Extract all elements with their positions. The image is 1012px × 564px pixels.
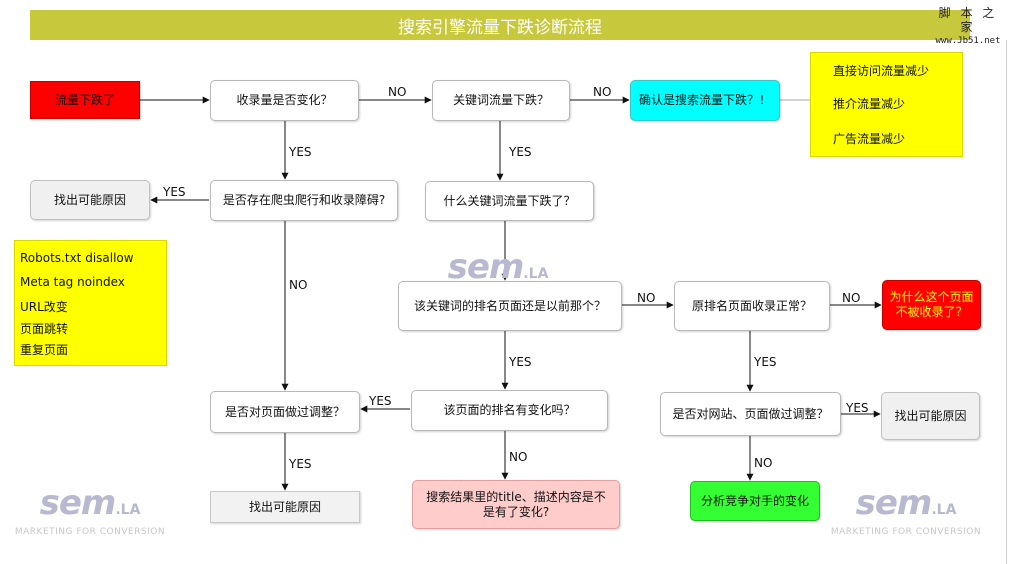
node-find-cause-1: 找出可能原因: [30, 180, 150, 220]
divider: [1006, 40, 1007, 564]
watermark-brand: sem: [39, 483, 117, 523]
note-item: 重复页面: [20, 343, 69, 357]
edge-label-yes: YES: [163, 185, 186, 199]
note-item: Meta tag noindex: [20, 275, 125, 289]
node-crawl-barrier: 是否存在爬虫爬行和收录障碍?: [210, 180, 398, 221]
edge-label-yes: YES: [289, 457, 312, 471]
node-page-rank-change: 该页面的排名有变化吗？: [411, 390, 608, 431]
edge-label-no: NO: [593, 85, 612, 99]
page-title: 搜索引擎流量下跌诊断流程: [30, 10, 970, 40]
note-item: 页面跳转: [20, 322, 69, 336]
watermark-right: sem.LA MARKETING FOR CONVERSION: [826, 486, 986, 537]
node-serp-title-desc: 搜索结果里的title、描述内容是不是有了变化?: [412, 480, 620, 529]
watermark-tld: .LA: [523, 266, 549, 282]
note-item: Robots.txt disallow: [20, 251, 134, 265]
watermark-tld: .LA: [115, 502, 141, 518]
node-competitor: 分析竞争对手的变化: [690, 481, 820, 521]
node-confirm-search: 确认是搜索流量下跌？！: [630, 80, 780, 121]
site-logo-name: 脚 本 之 家: [938, 6, 998, 34]
node-why-not-indexed: 为什么这个页面不被收录了？: [882, 280, 981, 330]
edge-label-yes: YES: [369, 394, 392, 408]
watermark-tagline: MARKETING FOR CONVERSION: [14, 527, 166, 537]
note-item: 直接访问流量减少: [833, 64, 930, 78]
edge-label-yes: YES: [509, 145, 532, 159]
edge-label-no: NO: [509, 450, 528, 464]
edge-label-yes: YES: [754, 355, 777, 369]
edge-label-no: NO: [637, 291, 656, 305]
watermark-brand: sem: [447, 247, 525, 287]
edge-label-yes: YES: [846, 401, 869, 415]
watermark-tld: .LA: [931, 502, 957, 518]
edge-label-no: NO: [754, 456, 773, 470]
edge-label-no: NO: [289, 278, 308, 292]
note-item: 推介流量减少: [833, 97, 906, 111]
edge-label-yes: YES: [509, 355, 532, 369]
site-logo: 脚 本 之 家 www.Jb51.net: [928, 6, 1008, 46]
node-traffic-drop: 流量下跌了: [30, 81, 140, 119]
watermark-tagline: MARKETING FOR CONVERSION: [830, 527, 982, 537]
node-index-change: 收录量是否变化？: [210, 80, 359, 121]
note-item: 广告流量减少: [833, 132, 906, 146]
watermark-left: sem.LA MARKETING FOR CONVERSION: [10, 486, 170, 537]
edge-label-no: NO: [842, 291, 861, 305]
watermark-brand: sem: [855, 483, 933, 523]
note-traffic-types: 直接访问流量减少 推介流量减少 广告流量减少: [810, 52, 963, 157]
node-orig-page-indexed: 原排名页面收录正常？: [674, 281, 830, 331]
node-same-ranking-page: 该关键词的排名页面还是以前那个？: [398, 281, 622, 331]
site-logo-url: www.Jb51.net: [935, 36, 1001, 46]
edge-label-yes: YES: [289, 145, 312, 159]
note-item: URL改变: [20, 300, 68, 314]
node-site-adjusted: 是否对网站、页面做过调整？: [660, 392, 841, 436]
node-which-keywords: 什么关键词流量下跌了？: [425, 181, 594, 221]
node-find-cause-2: 找出可能原因: [210, 491, 360, 523]
node-find-cause-3: 找出可能原因: [881, 392, 980, 440]
note-crawl-causes: Robots.txt disallow Meta tag noindex URL…: [14, 240, 167, 366]
node-keyword-drop: 关键词流量下跌？: [432, 80, 570, 121]
edge-label-no: NO: [388, 85, 407, 99]
node-page-adjusted: 是否对页面做过调整？: [210, 391, 360, 433]
